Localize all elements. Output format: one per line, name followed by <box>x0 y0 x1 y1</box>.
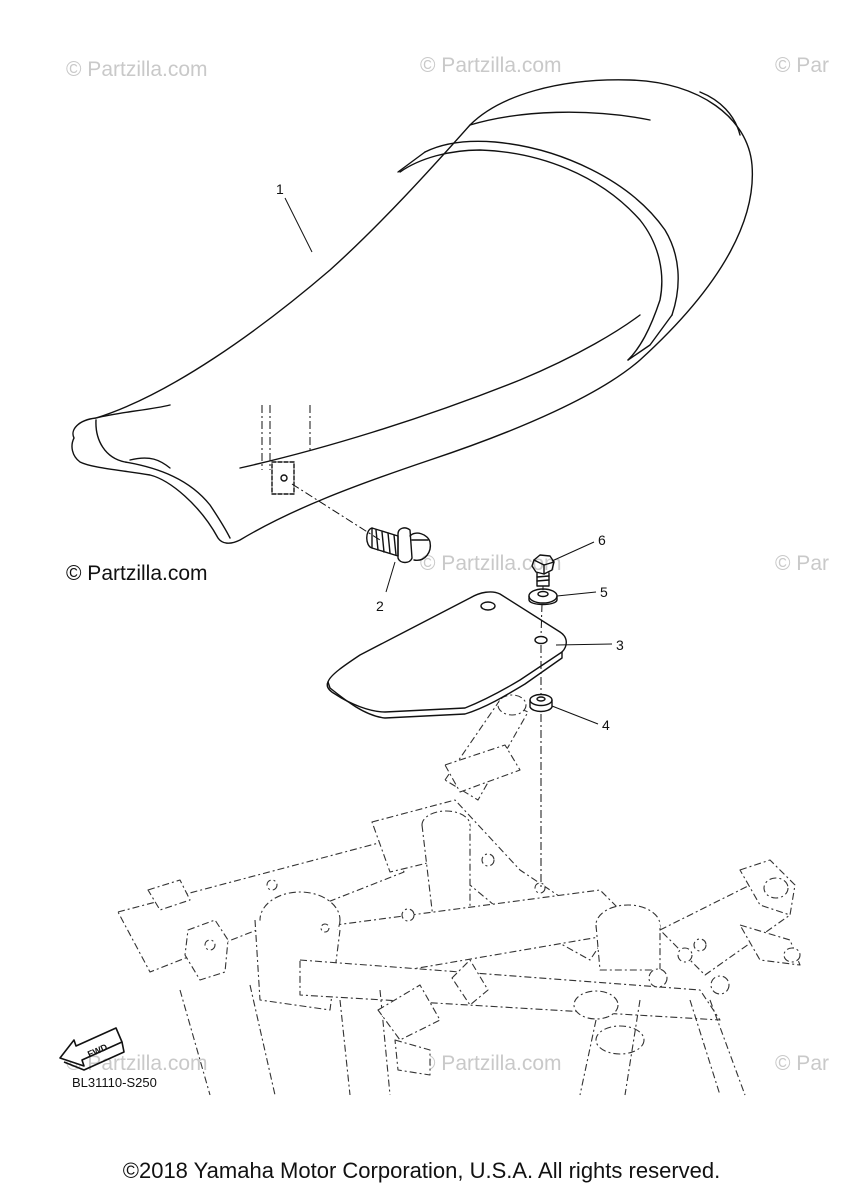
callout-5: 5 <box>600 584 608 600</box>
watermark: © Partzilla.com <box>66 58 208 81</box>
callout-1: 1 <box>276 181 284 197</box>
callout-6: 6 <box>598 532 606 548</box>
collar <box>529 693 553 713</box>
callout-3: 3 <box>616 637 624 653</box>
watermark: © Partzilla.com <box>420 1052 562 1075</box>
flange-bolt <box>366 527 432 564</box>
reference-code: BL31110-S250 <box>72 1075 157 1090</box>
motorcycle-frame <box>117 694 801 1096</box>
partzilla-watermark: © Partzilla.com <box>66 562 208 585</box>
watermark: © Partzilla.com <box>66 1052 208 1075</box>
seat <box>71 79 754 544</box>
watermark: © Partzilla.com <box>420 54 562 77</box>
copyright-notice: ©2018 Yamaha Motor Corporation, U.S.A. A… <box>122 1158 721 1183</box>
watermark: © Par <box>775 552 829 575</box>
watermark: © Partzilla.com <box>420 552 562 575</box>
washer <box>528 588 558 606</box>
cover-plate <box>326 591 567 719</box>
callouts: 1 2 3 4 5 6 <box>276 181 624 733</box>
watermark: © Par <box>775 54 829 77</box>
callout-4: 4 <box>602 717 610 733</box>
callout-2: 2 <box>376 598 384 614</box>
watermark: © Par <box>775 1052 829 1075</box>
